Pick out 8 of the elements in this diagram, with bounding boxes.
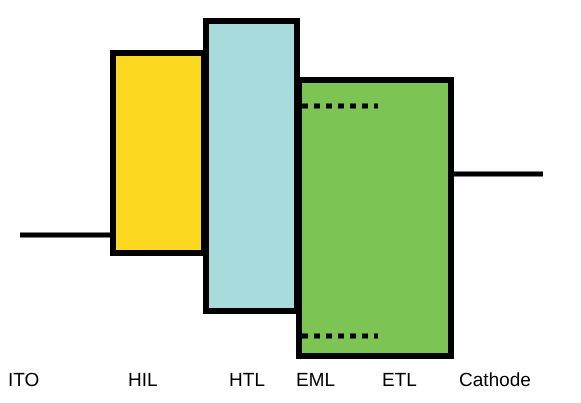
layer-label: ETL — [382, 370, 417, 392]
layer-label: ITO — [8, 370, 40, 392]
energy-level-box — [203, 18, 300, 314]
layer-label: HTL — [229, 370, 265, 392]
energy-level-box — [296, 77, 454, 359]
layer-label: HIL — [128, 370, 158, 392]
layer-label: EML — [296, 370, 336, 392]
layer-label: Cathode — [459, 370, 531, 392]
